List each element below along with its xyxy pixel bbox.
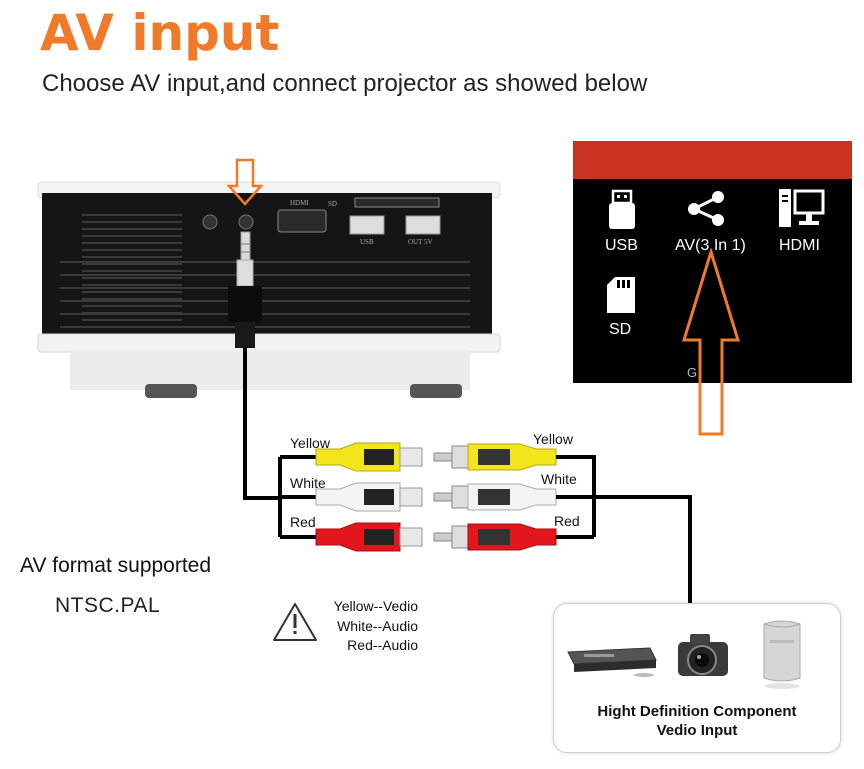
arrow-up-icon	[681, 248, 741, 436]
page-title: AV input	[40, 4, 280, 62]
cable-label-left-yellow: Yellow	[290, 435, 330, 451]
legend-white: White--Audio	[337, 618, 418, 634]
av-jack	[238, 214, 254, 230]
legend-yellow: Yellow--Vedio	[333, 598, 418, 614]
dvd-player-icon	[567, 647, 657, 677]
warning-triangle-icon	[273, 603, 317, 641]
hdmi-port-label: HDMI	[290, 199, 309, 207]
usb-out-port	[405, 215, 441, 235]
menu-partial-text: G	[687, 365, 698, 380]
hdmi-port	[277, 209, 327, 233]
device-caption: Hight Definition Component Vedio Input	[554, 702, 840, 740]
game-console-icon	[763, 620, 801, 689]
menu-item-usb[interactable]: USB	[605, 237, 638, 254]
cable-label-right-red: Red	[554, 513, 580, 529]
cable-label-right-yellow: Yellow	[533, 431, 573, 447]
legend-red: Red--Audio	[347, 637, 418, 653]
cable-label-right-white: White	[541, 471, 577, 487]
video-device-box: Hight Definition Component Vedio Input	[553, 603, 841, 753]
usb-port	[349, 215, 385, 235]
usb-port-label: USB	[360, 238, 374, 246]
menu-header-bar	[573, 141, 852, 179]
menu-item-av[interactable]: AV(3 In 1)	[675, 237, 746, 254]
left-yellow-connector	[315, 442, 423, 472]
arrow-down-icon	[226, 158, 264, 206]
right-red-connector	[433, 523, 557, 551]
cable-label-left-white: White	[290, 475, 326, 491]
camera-icon	[678, 634, 728, 676]
av-format-value: NTSC.PAL	[55, 594, 161, 617]
vent-grille	[60, 214, 470, 328]
av-plug	[228, 231, 262, 348]
left-white-connector	[315, 482, 423, 512]
audio-jack	[202, 214, 218, 230]
sd-card-icon	[607, 277, 635, 313]
av-cable	[243, 348, 280, 500]
menu-item-sd[interactable]: SD	[609, 321, 632, 338]
computer-icon	[779, 189, 825, 227]
right-white-connector	[433, 483, 557, 511]
share-icon	[688, 191, 724, 226]
device-caption-line1: Hight Definition Component	[597, 703, 797, 720]
device-caption-line2: Vedio Input	[656, 722, 738, 739]
page-subtitle: Choose AV input,and connect projector as…	[42, 70, 648, 97]
output-cable	[556, 455, 692, 604]
sd-slot	[354, 197, 440, 208]
out5v-port-label: OUT 5V	[408, 238, 433, 246]
left-red-connector	[315, 522, 423, 552]
sd-slot-label: SD	[328, 200, 337, 208]
projector: HDMI SD USB OUT 5V	[37, 181, 501, 398]
cable-label-left-red: Red	[290, 514, 316, 530]
right-yellow-connector	[433, 443, 557, 471]
av-format-title: AV format supported	[20, 554, 212, 577]
usb-drive-icon	[609, 189, 635, 229]
menu-item-hdmi[interactable]: HDMI	[779, 237, 820, 254]
